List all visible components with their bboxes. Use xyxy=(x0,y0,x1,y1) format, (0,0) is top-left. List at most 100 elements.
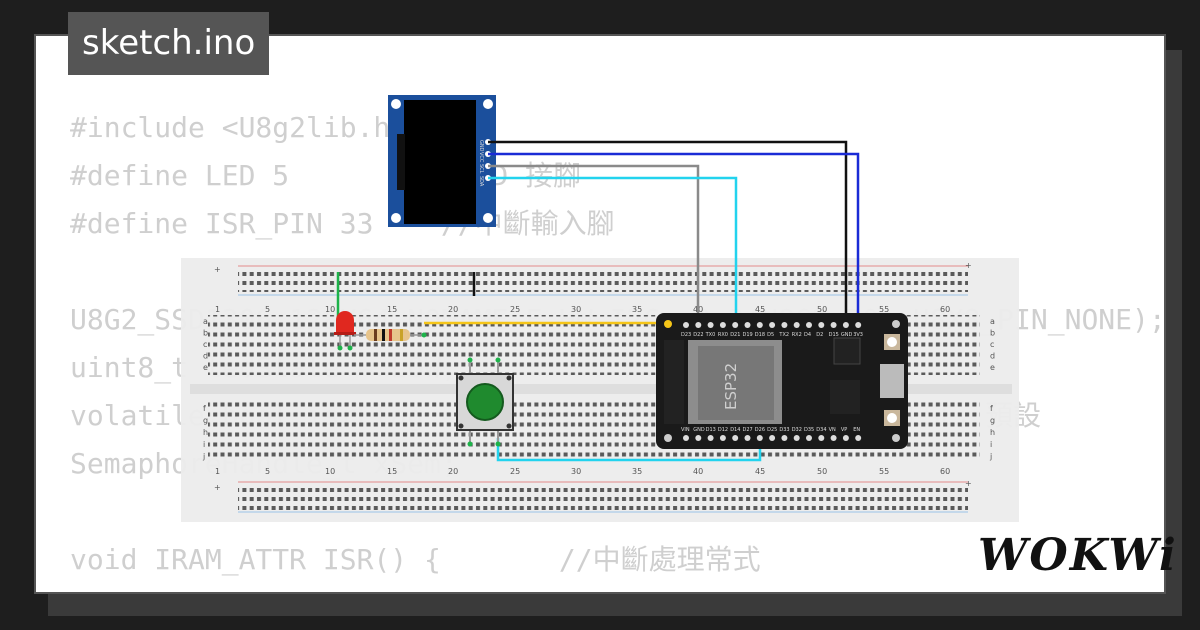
esp32-pin[interactable] xyxy=(806,435,812,441)
esp32-pin[interactable] xyxy=(781,322,788,328)
esp32-pin[interactable] xyxy=(818,322,825,328)
esp32-pin-label: RX0 xyxy=(718,332,728,338)
esp32-pin-label: D14 xyxy=(730,427,740,433)
column-number: 50 xyxy=(817,305,827,314)
esp32-pin[interactable] xyxy=(793,322,800,328)
row-letter: j xyxy=(202,452,205,461)
esp32-pin[interactable] xyxy=(830,322,837,328)
esp32-pin[interactable] xyxy=(781,435,788,441)
column-number: 10 xyxy=(325,305,335,314)
esp32-pin[interactable] xyxy=(769,322,776,328)
esp32-pin[interactable] xyxy=(756,435,763,441)
column-number: 50 xyxy=(817,467,827,476)
esp32-pin[interactable] xyxy=(769,435,776,441)
column-number: 5 xyxy=(265,305,270,314)
esp32-pin[interactable] xyxy=(695,435,702,441)
esp32-pin-label: D15 xyxy=(829,332,839,338)
esp32-pin[interactable] xyxy=(683,435,689,441)
column-number: 35 xyxy=(632,305,642,314)
esp32-pin[interactable] xyxy=(695,322,702,328)
esp32-pin[interactable] xyxy=(732,435,739,441)
esp32-pin[interactable] xyxy=(830,435,837,441)
oled-pin-label: SDA xyxy=(478,176,484,187)
oled-display-icon[interactable]: GND VCC SCL SDA xyxy=(388,95,496,227)
esp32-pin[interactable] xyxy=(818,435,825,441)
esp32-pin-label: D2 xyxy=(816,332,823,338)
esp32-pin[interactable] xyxy=(744,435,751,441)
code-line: flag = !flag; //切換 LED 設為真 xyxy=(70,584,1164,592)
resistor-icon[interactable] xyxy=(354,329,427,341)
esp32-pin[interactable] xyxy=(855,322,862,328)
esp32-pin[interactable] xyxy=(855,435,862,441)
column-number: 25 xyxy=(510,467,520,476)
esp32-pin[interactable] xyxy=(707,435,714,441)
esp32-pin-label: D5 xyxy=(767,332,774,338)
esp32-pin-label: VIN xyxy=(681,427,690,433)
esp32-pin-label: GND xyxy=(693,427,705,433)
row-letter: f xyxy=(203,404,206,413)
esp32-pin[interactable] xyxy=(707,322,714,328)
column-number: 10 xyxy=(325,467,335,476)
row-letter: e xyxy=(990,363,995,372)
row-letter: a xyxy=(990,317,995,326)
row-letter: g xyxy=(990,416,995,425)
esp32-pin[interactable] xyxy=(806,322,812,328)
esp32-pin[interactable] xyxy=(732,322,739,328)
esp32-pin-label: D13 xyxy=(706,427,716,433)
esp32-pin-label: D18 xyxy=(755,332,765,338)
esp32-pin-label: D33 xyxy=(779,427,789,433)
esp32-pin-label: D21 xyxy=(730,332,740,338)
row-letter: a xyxy=(203,317,208,326)
rail-plus-label: + xyxy=(214,265,221,274)
row-letter: h xyxy=(203,428,208,437)
esp32-pin-label: GND xyxy=(841,332,853,338)
rail-plus-label-right: + xyxy=(965,261,972,270)
column-number: 30 xyxy=(571,305,581,314)
code-line: void IRAM_ATTR ISR() { //中斷處理常式 xyxy=(70,543,761,576)
file-title-tab[interactable]: sketch.ino xyxy=(68,12,270,75)
esp32-pin[interactable] xyxy=(842,322,849,328)
row-letter: i xyxy=(990,440,992,449)
row-letter: h xyxy=(990,428,995,437)
esp32-pin-label: D35 xyxy=(804,427,814,433)
wires xyxy=(336,140,860,462)
pushbutton-icon[interactable] xyxy=(456,357,514,447)
column-number: 20 xyxy=(448,467,458,476)
column-number: 45 xyxy=(755,305,765,314)
esp32-pin[interactable] xyxy=(756,322,763,328)
column-number: 40 xyxy=(693,467,703,476)
esp32-pin-label: D23 xyxy=(681,332,691,338)
column-number: 55 xyxy=(879,467,889,476)
esp32-pin[interactable] xyxy=(793,435,800,441)
rail-plus-label-bottom-right: + xyxy=(965,479,972,488)
esp32-pin[interactable] xyxy=(842,435,849,441)
esp32-pin[interactable] xyxy=(719,435,726,441)
row-letter: b xyxy=(203,329,208,338)
esp32-pin-label: VP xyxy=(841,427,847,433)
esp32-pin-label: D27 xyxy=(743,427,753,433)
column-number: 15 xyxy=(387,467,397,476)
esp32-pin[interactable] xyxy=(744,322,751,328)
oled-pin-label: GND xyxy=(478,140,484,152)
led-icon[interactable] xyxy=(334,311,356,351)
column-number: 35 xyxy=(632,467,642,476)
esp32-pin-label: D12 xyxy=(718,427,728,433)
esp32-pin[interactable] xyxy=(683,322,689,328)
row-letter: f xyxy=(990,404,993,413)
row-letter: g xyxy=(203,416,208,425)
esp32-pin-label: EN xyxy=(853,427,860,433)
esp32-pin-label: D25 xyxy=(767,427,777,433)
code-line: #include <U8g2lib.h> xyxy=(70,111,408,144)
esp32-pin[interactable] xyxy=(719,322,726,328)
row-letter: e xyxy=(203,363,208,372)
esp32-pin-label: RX2 xyxy=(792,332,802,338)
column-number: 1 xyxy=(215,467,220,476)
column-number: 15 xyxy=(387,305,397,314)
oled-pin-label: VCC xyxy=(478,152,484,163)
esp32-pin-label: VN xyxy=(829,427,836,433)
